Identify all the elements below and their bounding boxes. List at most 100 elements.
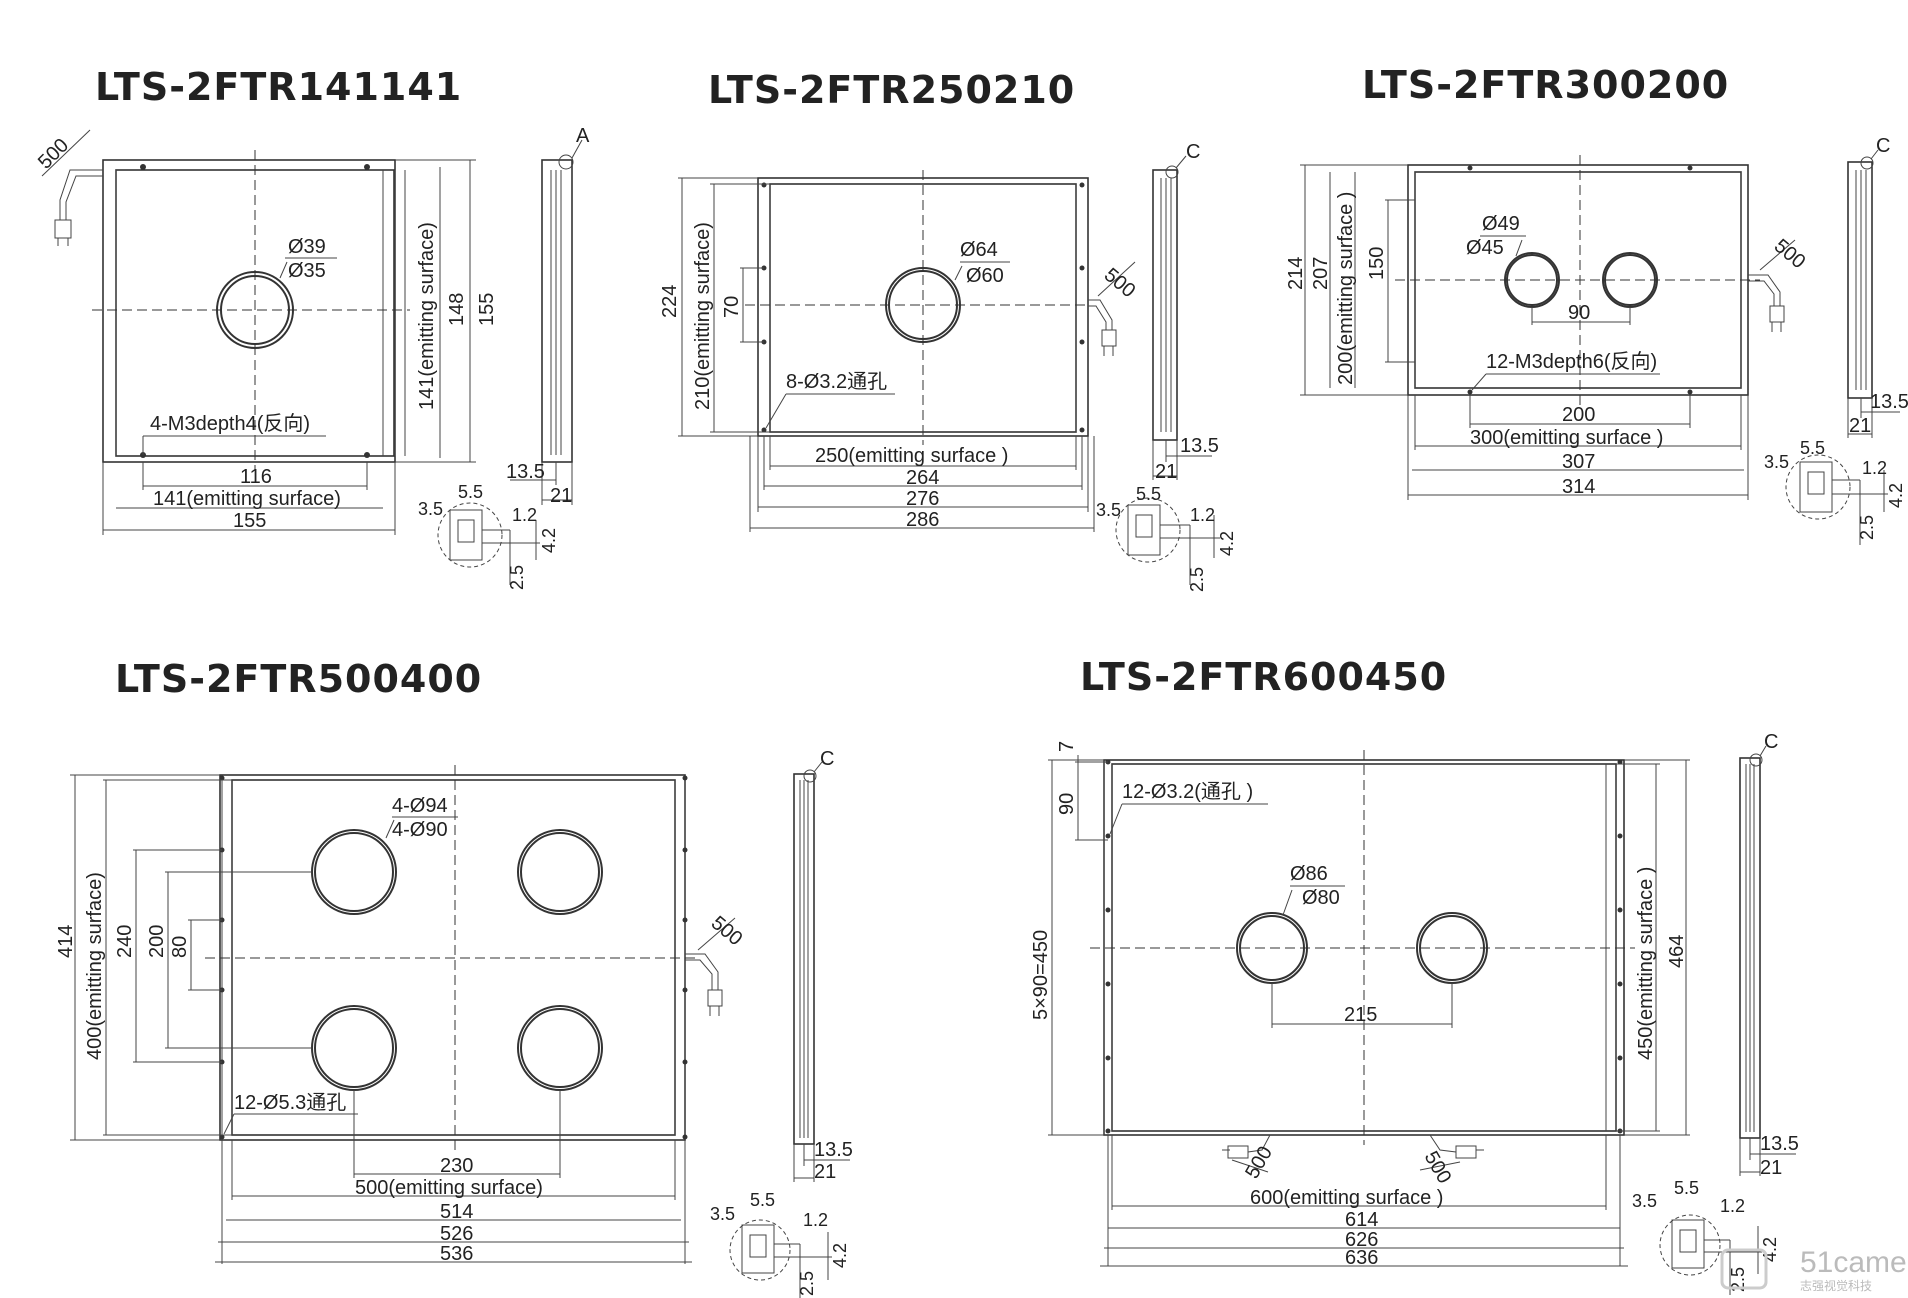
dim-spacing-90: 90 [1056, 793, 1078, 815]
dim-center-215: 215 [1344, 1004, 1377, 1026]
dim-profile-2-5: 2.5 [1728, 1267, 1748, 1292]
dim-side-13-5: 13.5 [814, 1139, 853, 1161]
dim-height-214: 214 [1285, 257, 1307, 290]
drawing-500400: 4-Ø94 4-Ø90 500 414 400(emitting surface… [55, 748, 853, 1298]
label-mount-holes: 4-M3depth4(反向) [150, 412, 310, 435]
dim-profile-3-5: 3.5 [1632, 1191, 1657, 1211]
label-outer-diameter: Ø39 [288, 236, 326, 258]
dim-height-155: 155 [476, 293, 498, 326]
side-view-label-a: A [576, 125, 590, 147]
dim-width-514: 514 [440, 1201, 473, 1223]
dim-emitting-width: 141(emitting surface) [153, 488, 341, 510]
dim-profile-3-5: 3.5 [418, 499, 443, 519]
dim-side-13-5: 13.5 [1870, 391, 1908, 413]
dim-profile-4-2: 4.2 [1217, 531, 1237, 556]
dim-side-13-5: 13.5 [1760, 1133, 1799, 1155]
label-inner-diameter: Ø45 [1466, 237, 1504, 259]
dim-width-636: 636 [1345, 1247, 1378, 1269]
dim-profile-3-5: 3.5 [710, 1204, 735, 1224]
dim-cable-length: 500 [1770, 235, 1810, 273]
label-mount-holes: 12-M3depth6(反向) [1486, 350, 1657, 373]
dim-spacing-70: 70 [721, 296, 743, 318]
dim-profile-2-5: 2.5 [797, 1271, 817, 1296]
label-outer-diameter: Ø86 [1290, 863, 1328, 885]
dim-profile-2-5: 2.5 [1187, 567, 1207, 592]
label-inner-diameter: 4-Ø90 [392, 819, 448, 841]
drawing-141141: 500 Ø39 Ø35 141(emitting surface) 148 15… [34, 125, 590, 590]
dim-profile-1-2: 1.2 [1862, 458, 1887, 478]
dim-width-307: 307 [1562, 451, 1595, 473]
dim-height-464: 464 [1666, 935, 1688, 968]
dim-cable-left: 500 [1241, 1143, 1277, 1183]
drawing-250210: Ø64 Ø60 500 224 210(emitting surface) 70… [659, 141, 1237, 592]
dim-profile-4-2: 4.2 [830, 1243, 850, 1268]
dim-hole-spacing-200: 200 [1562, 404, 1595, 426]
dim-emitting-height: 210(emitting surface) [692, 222, 714, 410]
dim-width-286: 286 [906, 509, 939, 531]
dim-profile-5-5: 5.5 [750, 1190, 775, 1210]
dim-emitting-width: 300(emitting surface ) [1470, 427, 1663, 449]
dim-profile-1-2: 1.2 [512, 505, 537, 525]
dim-profile-3-5: 3.5 [1764, 452, 1789, 472]
dim-height-148: 148 [446, 293, 468, 326]
watermark: 51camera 志强视觉科技 [1720, 1246, 1908, 1293]
dim-height-207: 207 [1310, 257, 1332, 290]
dim-cable-length: 500 [34, 134, 73, 173]
dim-profile-5-5: 5.5 [1674, 1178, 1699, 1198]
drawing-300200: Ø49 Ø45 90 500 214 207 200(emitting surf… [1285, 135, 1908, 545]
dim-profile-1-2: 1.2 [1190, 505, 1215, 525]
dim-side-21: 21 [814, 1161, 836, 1183]
dim-pitch-5x90: 5×90=450 [1030, 930, 1052, 1020]
dim-emitting-width: 250(emitting surface ) [815, 445, 1008, 467]
dim-profile-2-5: 2.5 [1857, 515, 1877, 540]
dim-profile-1-2: 1.2 [1720, 1196, 1745, 1216]
dim-side-21: 21 [1155, 461, 1177, 483]
label-outer-diameter: Ø49 [1482, 213, 1520, 235]
watermark-brand: 51camera [1800, 1246, 1908, 1279]
dim-emitting-width: 500(emitting surface) [355, 1177, 543, 1199]
side-view-label-c: C [820, 748, 834, 770]
dim-emitting-height: 200(emitting surface ) [1335, 192, 1357, 385]
dim-emitting-height: 400(emitting surface) [84, 872, 106, 1060]
dim-spacing-80: 80 [169, 936, 191, 958]
dim-height-414: 414 [55, 925, 77, 958]
title-lts-2ftr300200: LTS-2FTR300200 [1362, 63, 1729, 107]
label-through-holes: 8-Ø3.2通孔 [786, 370, 887, 393]
dim-cable-length: 500 [707, 912, 747, 950]
dim-profile-4-2: 4.2 [1886, 483, 1906, 508]
dim-profile-5-5: 5.5 [458, 482, 483, 502]
dim-spacing-150: 150 [1366, 247, 1388, 280]
label-outer-diameter: Ø64 [960, 239, 998, 261]
dim-width-314: 314 [1562, 476, 1595, 498]
dim-width-614: 614 [1345, 1209, 1378, 1231]
side-view-label-c: C [1186, 141, 1200, 163]
dim-cable-length: 500 [1100, 264, 1140, 302]
dim-profile-2-5: 2.5 [507, 565, 527, 590]
dim-width-276: 276 [906, 488, 939, 510]
dim-center-230: 230 [440, 1155, 473, 1177]
label-inner-diameter: Ø60 [966, 265, 1004, 287]
dim-side-21: 21 [1849, 415, 1871, 437]
dim-emitting-width: 600(emitting surface ) [1250, 1187, 1443, 1209]
dim-center-90: 90 [1568, 302, 1590, 324]
dim-width-626: 626 [1345, 1229, 1378, 1251]
title-lts-2ftr141141: LTS-2FTR141141 [95, 65, 462, 109]
dim-profile-3-5: 3.5 [1096, 500, 1121, 520]
dim-profile-4-2: 4.2 [539, 528, 559, 553]
dim-center-200: 200 [146, 925, 168, 958]
dim-profile-1-2: 1.2 [803, 1210, 828, 1230]
side-view-label-c: C [1876, 135, 1890, 157]
dim-profile-5-5: 5.5 [1800, 438, 1825, 458]
dim-width-526: 526 [440, 1223, 473, 1245]
dim-spacing-240: 240 [114, 925, 136, 958]
label-inner-diameter: Ø80 [1302, 887, 1340, 909]
label-outer-diameter: 4-Ø94 [392, 795, 448, 817]
label-inner-diameter: Ø35 [288, 260, 326, 282]
dim-hole-spacing-116: 116 [240, 466, 272, 488]
drawing-600450: Ø86 Ø80 215 5×90=450 7 90 12-Ø3.2(通孔 ) 4… [1030, 731, 1799, 1295]
dim-height-224: 224 [659, 285, 681, 318]
dim-side-13-5: 13.5 [506, 461, 545, 483]
dim-width-536: 536 [440, 1243, 473, 1265]
dim-width-155: 155 [233, 510, 266, 532]
